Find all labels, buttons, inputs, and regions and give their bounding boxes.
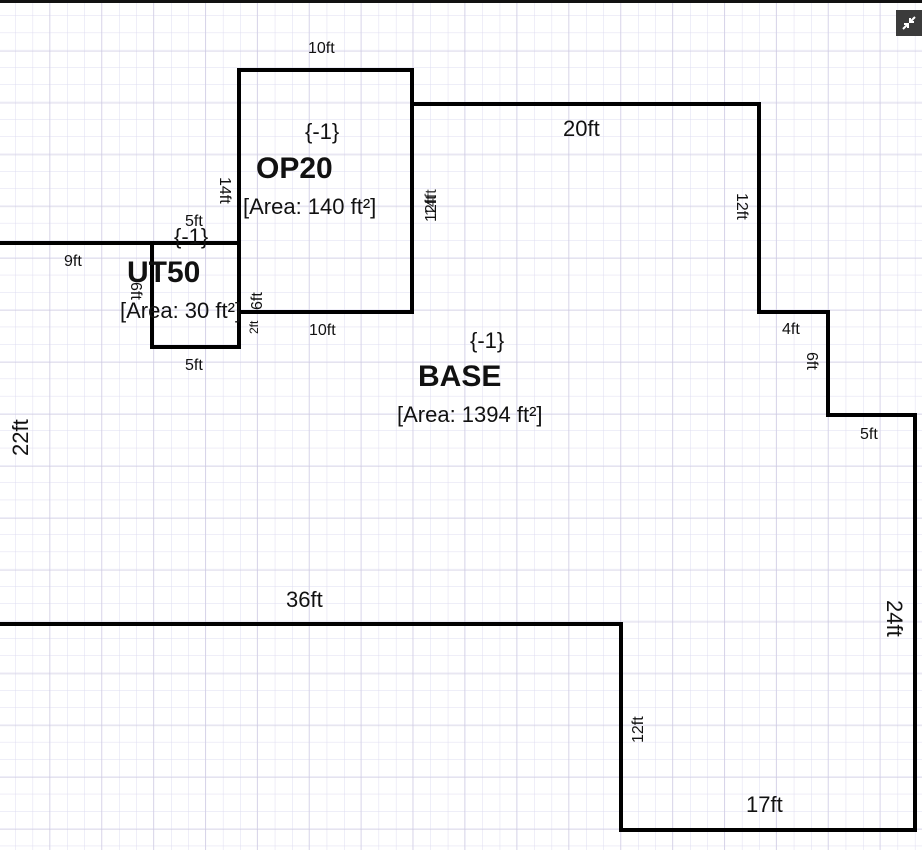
dim-ut50-top: 5ft [185, 213, 203, 230]
base-name: BASE [418, 360, 502, 393]
dim-ut50-left: 6ft [127, 282, 144, 300]
dim-op20-bottom: 10ft [309, 322, 336, 339]
ut50-tag: {-1} [174, 224, 209, 249]
dim-base-step2: 5ft [860, 426, 878, 443]
dim-base-right-upper: 12ft [733, 193, 750, 220]
base-tag: {-1} [470, 328, 505, 353]
dim-base-step1: 4ft [782, 321, 800, 338]
ut50-area: [Area: 30 ft²] [120, 298, 242, 323]
top-border [0, 0, 922, 3]
dim-base-left: 22ft [8, 419, 33, 456]
collapse-arrows-icon [902, 16, 916, 30]
dim-ut50-right: 6ft [249, 292, 266, 310]
dim-base-notch-v: 12ft [630, 716, 647, 743]
dim-base-right-lower: 24ft [882, 600, 907, 637]
dim-base-top-left: 9ft [64, 253, 82, 270]
dim-op20-left: 14ft [216, 177, 233, 204]
base-area: [Area: 1394 ft²] [397, 402, 543, 427]
dim-base-bottom-left: 36ft [286, 587, 323, 612]
wall-base-outline[interactable] [0, 102, 917, 832]
wall-ut50[interactable] [150, 241, 241, 349]
ut50-name: UT50 [127, 256, 201, 289]
dim-base-step1-v: 6ft [803, 352, 820, 370]
dim-base-bottom-right: 17ft [746, 792, 783, 817]
op20-tag: {-1} [305, 119, 340, 144]
dim-op20-top: 10ft [308, 40, 335, 57]
op20-area: [Area: 140 ft²] [243, 194, 377, 219]
dim-ut50-bottom: 5ft [185, 357, 203, 374]
dim-base-top-right: 20ft [563, 116, 600, 141]
wall-op20[interactable] [237, 68, 414, 314]
op20-name: OP20 [256, 152, 333, 185]
collapse-button[interactable] [896, 10, 922, 36]
dim-ut50-right-small: 2ft [247, 320, 261, 334]
dim-op20-right-overlap: 14ft [423, 189, 440, 216]
